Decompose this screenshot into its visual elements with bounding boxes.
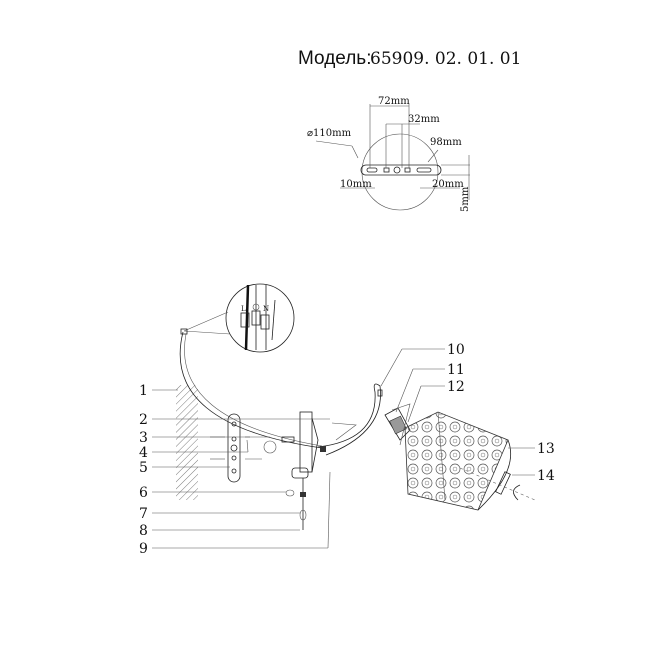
shade-ring (495, 471, 511, 495)
dim-20mm: 20mm (432, 179, 464, 190)
wire-l-label: L (241, 305, 246, 313)
wiring-detail: L N (183, 283, 295, 353)
part-label-9: 9 (139, 541, 148, 557)
model-label: Модель: (298, 48, 371, 69)
dim-72mm: 72mm (378, 96, 410, 107)
part-label-12: 12 (447, 379, 465, 395)
part-label-5: 5 (139, 460, 148, 476)
part-label-8: 8 (139, 523, 148, 539)
part-label-10: 10 (447, 342, 465, 358)
wall-arc-bracket (179, 331, 323, 449)
part-label-7: 7 (139, 506, 148, 522)
dim-98mm: 98mm (430, 137, 462, 148)
ground-icon (252, 303, 260, 311)
part-label-1: 1 (139, 383, 148, 399)
dim-10mm: 10mm (340, 179, 372, 190)
wall-hatch (176, 385, 198, 500)
lamp-shade (404, 411, 536, 511)
part-label-14: 14 (537, 468, 555, 484)
part-labels: 1 2 3 4 5 6 7 8 9 10 11 12 13 14 (139, 342, 555, 557)
dim-32mm: 32mm (408, 114, 440, 125)
part-label-6: 6 (139, 485, 148, 501)
lamp-arm (317, 383, 381, 456)
part-label-13: 13 (537, 441, 555, 457)
mounting-plate (227, 413, 241, 483)
part-label-2: 2 (139, 412, 148, 428)
leader-lines (152, 348, 535, 549)
part-label-3: 3 (139, 430, 148, 446)
wire-n-label: N (263, 305, 269, 313)
mounting-plate-drawing: 72mm 32mm ⌀110mm 98mm 10mm 20mm 5mm (307, 96, 471, 212)
dim-5mm: 5mm (460, 186, 471, 212)
part-label-11: 11 (447, 362, 465, 378)
canopy (299, 411, 313, 473)
dim-110mm: ⌀110mm (307, 128, 352, 139)
model-number: 65909. 02. 01. 01 (370, 49, 521, 69)
part-label-4: 4 (139, 445, 148, 461)
